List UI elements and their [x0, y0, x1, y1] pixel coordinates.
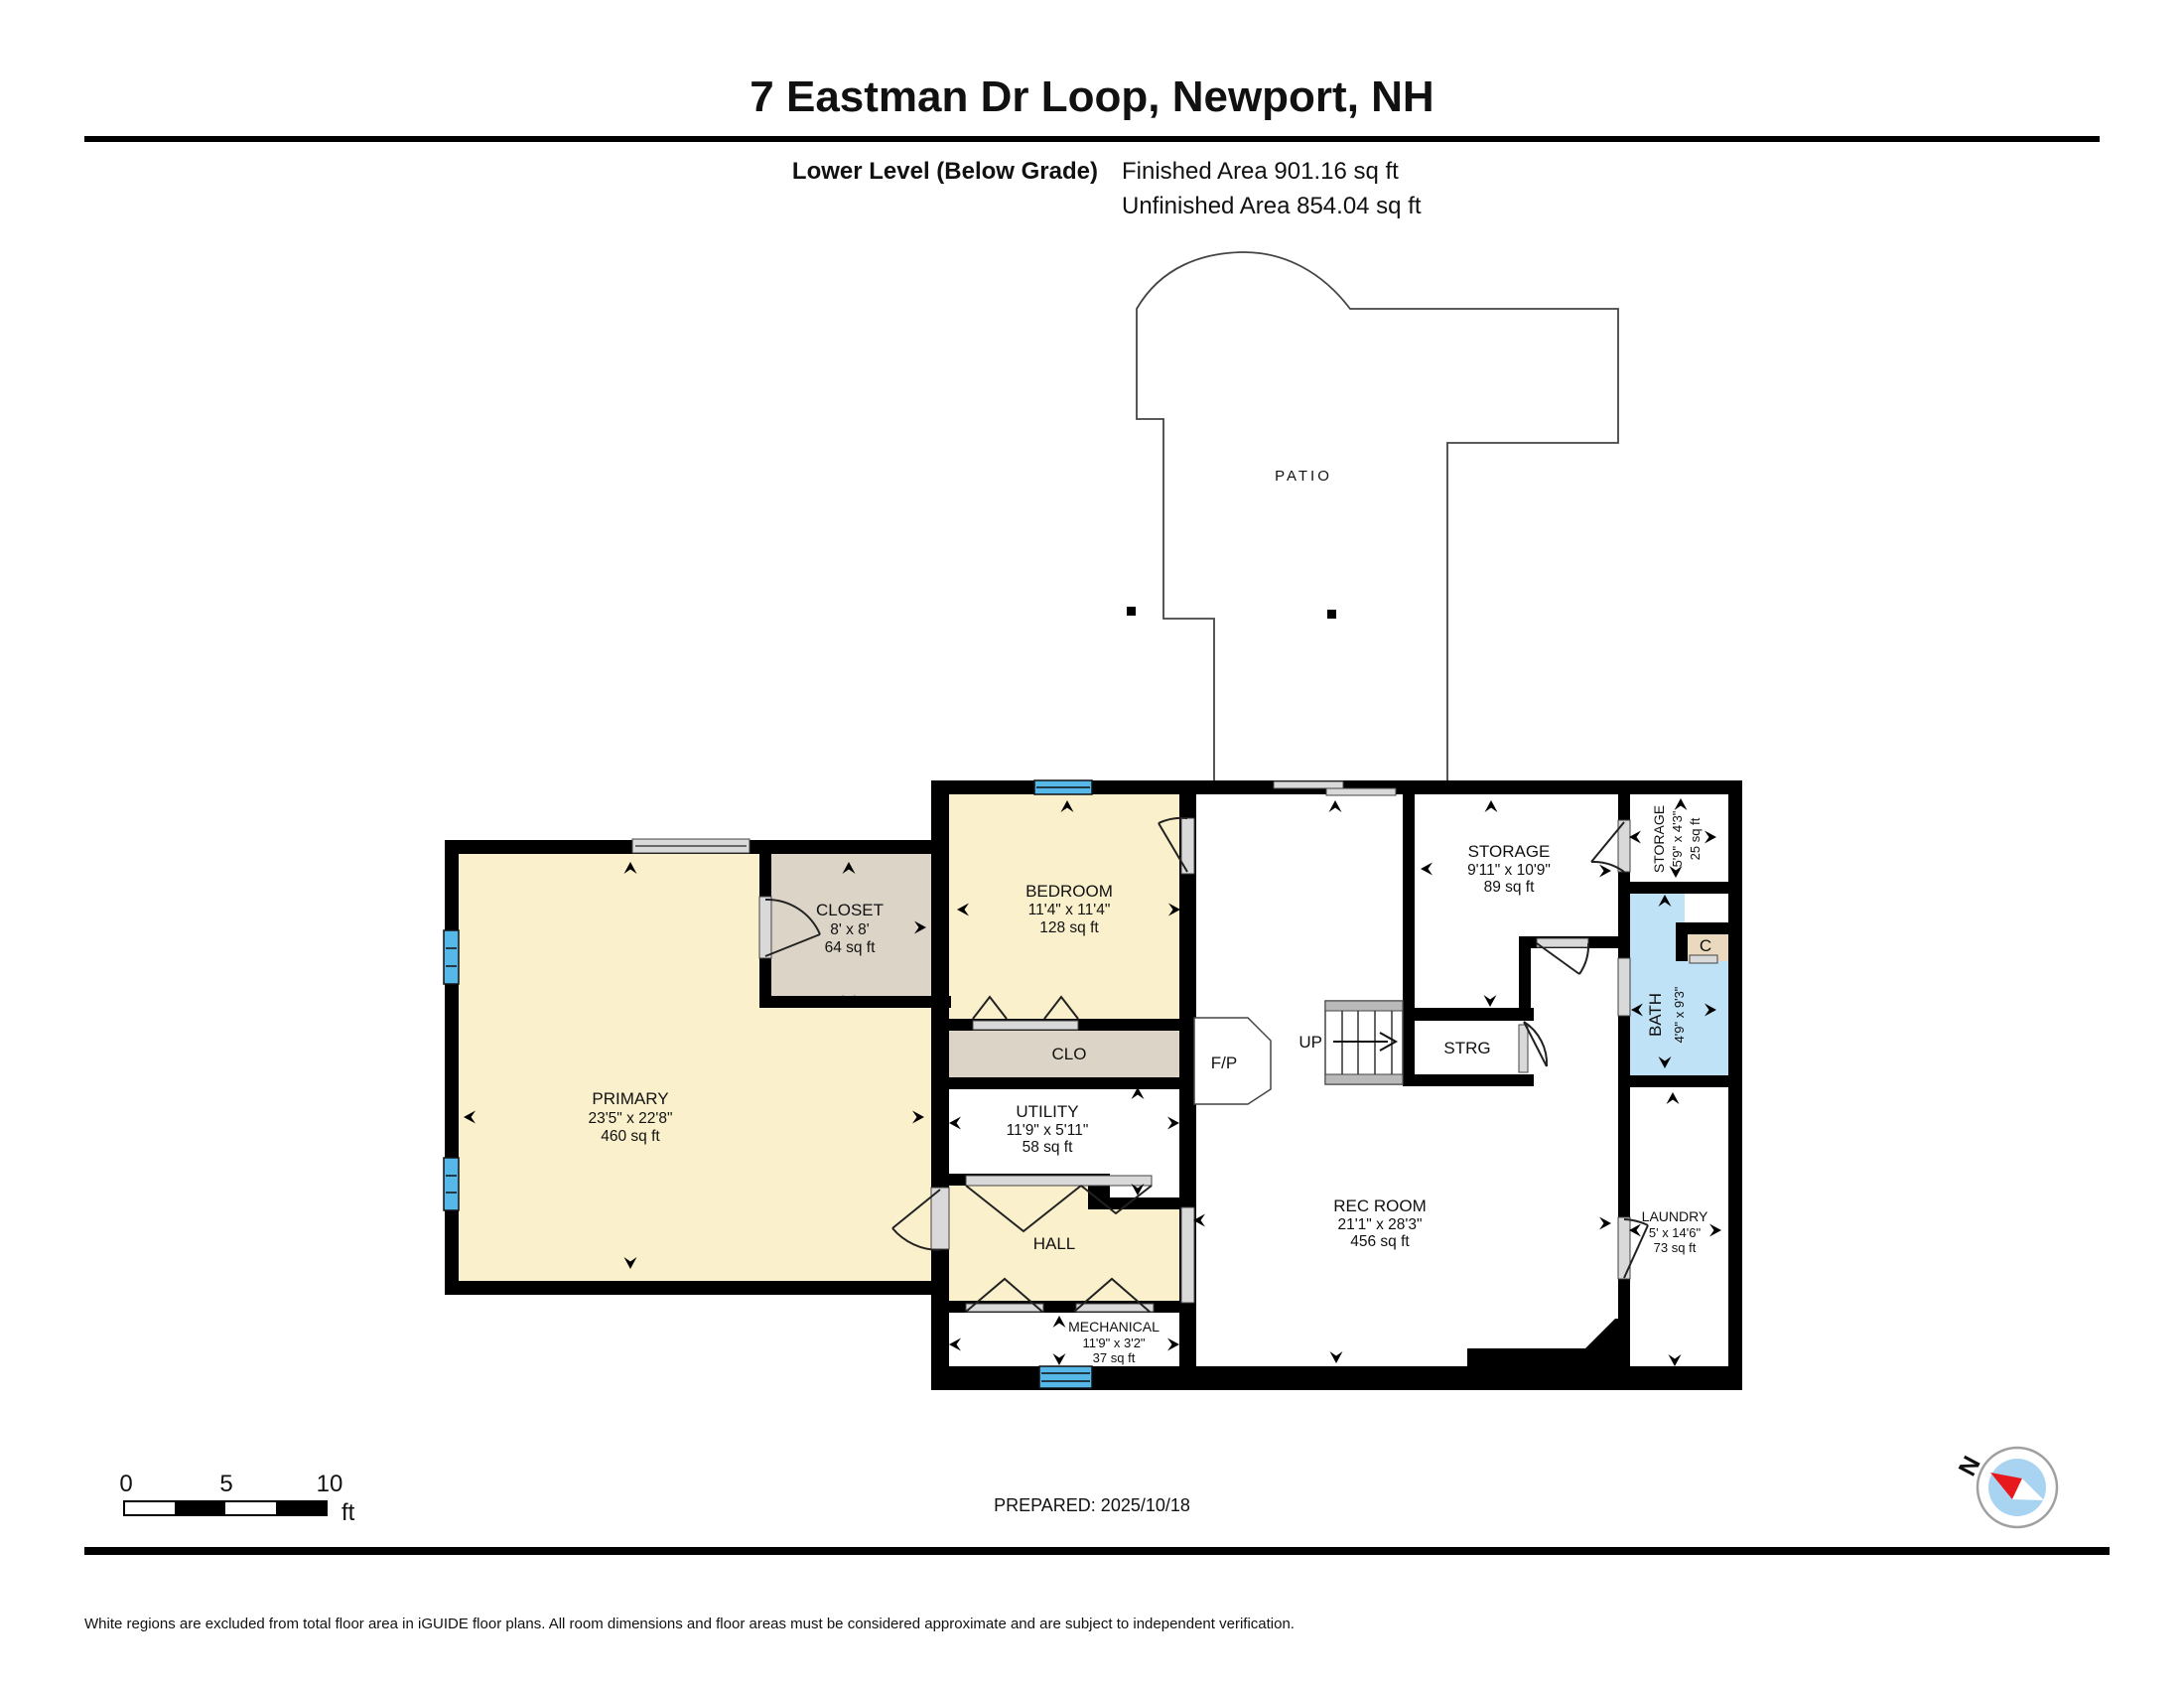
- bath-door-opening: [1617, 957, 1631, 1017]
- patio-label: PATIO: [1275, 468, 1332, 485]
- hall-mech-double-door: [965, 1277, 1151, 1313]
- bath-label: BATH: [1646, 993, 1665, 1037]
- openings: [631, 780, 1718, 1313]
- storage-door: [1536, 942, 1590, 975]
- level-label: Lower Level (Below Grade): [792, 158, 1098, 185]
- c-closet-label: C: [1700, 936, 1711, 955]
- compass-needle-south: [2012, 1478, 2044, 1500]
- closet-door: [764, 898, 821, 957]
- scale-tick-0: 0: [119, 1471, 132, 1497]
- prepared-date: PREPARED: 2025/10/18: [994, 1495, 1190, 1515]
- utility-double-door: [965, 1185, 1153, 1233]
- stairs: [1324, 1000, 1404, 1085]
- clo-label: CLO: [1052, 1045, 1087, 1063]
- patio-post: [1327, 610, 1336, 619]
- utility-opening: [965, 1175, 1153, 1187]
- primary-dims: 23'5" x 22'8": [588, 1110, 672, 1127]
- compass: N: [1954, 1446, 2059, 1529]
- clo-opening: [972, 1020, 1079, 1031]
- scale-tick-10: 10: [317, 1471, 343, 1497]
- laundry-dims: 5' x 14'6": [1649, 1225, 1702, 1240]
- utility-label: UTILITY: [1016, 1102, 1078, 1121]
- strg-door: [1523, 1021, 1549, 1067]
- strg-door-jamb: [1518, 1024, 1529, 1073]
- hall-room: [949, 1186, 1179, 1301]
- primary-window-left-2: [443, 1157, 460, 1211]
- scale-bar: 0 5 10 ft: [119, 1471, 354, 1526]
- bedroom-area: 128 sq ft: [1039, 919, 1099, 936]
- patio-outline: PATIO: [1127, 251, 1619, 788]
- finished-area: Finished Area 901.16 sq ft: [1122, 158, 1399, 185]
- storage2-door: [1590, 821, 1625, 873]
- bedroom-door-jamb: [1180, 817, 1195, 875]
- windows: [443, 779, 1093, 1389]
- primary-door-jamb: [930, 1187, 950, 1250]
- bedroom-dims: 11'4" x 11'4": [1028, 902, 1111, 918]
- laundry-label: LAUNDRY: [1642, 1208, 1708, 1224]
- c-closet-opening: [1689, 954, 1718, 964]
- utility-area: 58 sq ft: [1023, 1139, 1074, 1156]
- hall-rec-opening: [1180, 1206, 1195, 1304]
- footer-disclaimer: White regions are excluded from total fl…: [84, 1616, 1295, 1632]
- hall-mech-opening-left: [965, 1303, 1044, 1313]
- hall-label: HALL: [1033, 1234, 1076, 1253]
- strg-label: STRG: [1443, 1039, 1490, 1057]
- primary-label: PRIMARY: [592, 1089, 668, 1108]
- up-label: UP: [1298, 1033, 1322, 1052]
- primary-door: [891, 1189, 941, 1252]
- bath-room: [1630, 894, 1728, 1075]
- room-labels: PRIMARY 23'5" x 22'8" 460 sq ft CLOSET 8…: [588, 805, 1711, 1365]
- laundry-area: 73 sq ft: [1654, 1240, 1697, 1255]
- unfinished-area: Unfinished Area 854.04 sq ft: [1122, 193, 1422, 219]
- rec-room-label: REC ROOM: [1333, 1196, 1427, 1215]
- storage-door-opening: [1536, 937, 1589, 948]
- door-swings: [764, 816, 1649, 1313]
- patio-slider-panel: [1325, 787, 1397, 796]
- mechanical-dims: 11'9" x 3'2": [1082, 1336, 1145, 1350]
- header-rule: [84, 136, 2100, 142]
- primary-area: 460 sq ft: [601, 1128, 660, 1145]
- bedroom-room: [949, 793, 1179, 1019]
- mechanical-label: MECHANICAL: [1068, 1319, 1160, 1335]
- bedroom-label: BEDROOM: [1025, 882, 1113, 901]
- primary-window-left-1: [443, 929, 460, 985]
- scale-tick-5: 5: [219, 1471, 232, 1497]
- footer-rule: [84, 1547, 2110, 1555]
- storage2-area: 25 sq ft: [1688, 817, 1703, 860]
- laundry-door: [1623, 1218, 1649, 1279]
- stairs-up-arrow: [1333, 1032, 1399, 1052]
- page-title: 7 Eastman Dr Loop, Newport, NH: [750, 72, 1433, 121]
- mechanical-area: 37 sq ft: [1093, 1350, 1136, 1365]
- storage-area: 89 sq ft: [1484, 879, 1536, 896]
- fp-label: F/P: [1211, 1054, 1237, 1072]
- clo-bifold-doors: [972, 995, 1079, 1020]
- bath-dims: 4'9" x 9'3": [1672, 986, 1687, 1043]
- compass-needle-north: [1990, 1473, 2022, 1499]
- rec-room-platform: [1467, 1319, 1630, 1366]
- fireplace: [1193, 1017, 1272, 1105]
- closet-label: CLOSET: [816, 901, 884, 919]
- storage-dims: 9'11" x 10'9": [1467, 862, 1551, 879]
- closet-area: 64 sq ft: [825, 939, 877, 956]
- rec-room-area: 456 sq ft: [1350, 1233, 1410, 1250]
- storage2-dims: 5'9" x 4'3": [1670, 810, 1685, 867]
- laundry-door-opening: [1617, 1216, 1631, 1280]
- hall-mech-opening-right: [1075, 1303, 1155, 1313]
- bedroom-door: [1158, 816, 1188, 873]
- patio-post: [1127, 607, 1136, 616]
- room-fills: [457, 793, 1728, 1301]
- rec-room-dims: 21'1" x 28'3": [1337, 1216, 1422, 1233]
- closet-room: [771, 852, 931, 996]
- storage2-label: STORAGE: [1651, 805, 1667, 873]
- clo-room: [949, 1031, 1179, 1077]
- closet-door-jamb: [758, 896, 772, 959]
- utility-dims: 11'9" x 5'11": [1007, 1122, 1089, 1139]
- scale-unit: ft: [341, 1499, 355, 1526]
- patio-slider-panel: [1273, 780, 1344, 789]
- storage-label: STORAGE: [1468, 842, 1551, 861]
- closet-dims: 8' x 8': [830, 921, 870, 938]
- mechanical-window: [1038, 1365, 1093, 1389]
